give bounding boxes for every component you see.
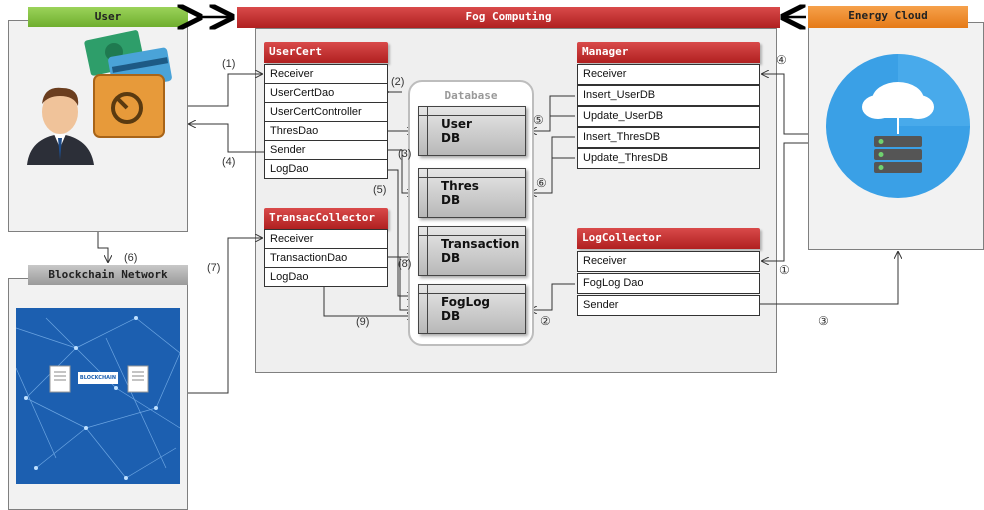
step-label: ⑤ — [533, 113, 544, 127]
usercert-item: ThresDao — [264, 121, 388, 141]
transac-item: Receiver — [264, 229, 388, 249]
step-label: (4) — [222, 156, 236, 168]
step-label: (5) — [373, 184, 387, 196]
db-label-line1: FogLog — [441, 295, 491, 309]
step-label: ⑥ — [536, 176, 547, 190]
energy-cloud-illustration — [824, 52, 972, 200]
manager-item: Receiver — [577, 64, 760, 85]
logcollector-item: FogLog Dao — [577, 273, 760, 294]
transac-item: LogDao — [264, 267, 388, 287]
manager-item: Update_UserDB — [577, 106, 760, 127]
step-label: (2) — [391, 76, 405, 88]
step-label: ① — [779, 263, 790, 277]
step-label: ② — [540, 314, 551, 328]
blockchain-badge-text: BLOCKCHAIN — [79, 375, 117, 381]
user-header: User — [28, 7, 188, 27]
logcollector-item: Sender — [577, 295, 760, 316]
logcollector-title: LogCollector — [577, 228, 760, 249]
transac-item: TransactionDao — [264, 248, 388, 268]
transac-title: TransacCollector — [264, 208, 388, 229]
manager-title: Manager — [577, 42, 760, 63]
db-label-line1: User — [441, 117, 472, 131]
server-icon — [874, 136, 922, 173]
db-label-line1: Transaction — [441, 237, 520, 251]
usercert-item: UserCertController — [264, 102, 388, 122]
step-label: (1) — [222, 58, 236, 70]
energy-header: Energy Cloud — [808, 6, 968, 28]
blockchain-illustration: BLOCKCHAIN — [16, 308, 180, 484]
db-label-line2: DB — [441, 251, 461, 265]
document-icon — [49, 365, 71, 393]
step-label: ③ — [818, 314, 829, 328]
db-label-line2: DB — [441, 131, 461, 145]
logcollector-item: Receiver — [577, 251, 760, 272]
step-label: (7) — [207, 262, 221, 274]
user-avatar-icon — [27, 30, 172, 165]
db-label-line2: DB — [441, 193, 461, 207]
database-title: Database — [444, 89, 498, 102]
db-label-line1: Thres — [441, 179, 479, 193]
step-label: ④ — [776, 53, 787, 67]
usercert-title: UserCert — [264, 42, 388, 63]
cloud-icon — [862, 82, 934, 119]
usercert-item: Receiver — [264, 64, 388, 84]
manager-item: Insert_UserDB — [577, 85, 760, 106]
user-illustration — [22, 30, 172, 170]
db-label-line2: DB — [441, 309, 461, 323]
usercert-item: UserCertDao — [264, 83, 388, 103]
usercert-item: Sender — [264, 140, 388, 160]
blockchain-header: Blockchain Network — [28, 265, 188, 285]
document-icon-2 — [127, 365, 149, 393]
step-label: (8) — [398, 258, 412, 270]
step-label: (6) — [124, 252, 138, 264]
step-label: (9) — [356, 316, 370, 328]
usercert-item: LogDao — [264, 159, 388, 179]
manager-item: Update_ThresDB — [577, 148, 760, 169]
fog-header: Fog Computing — [237, 7, 780, 28]
step-label: (3) — [398, 148, 412, 160]
manager-item: Insert_ThresDB — [577, 127, 760, 148]
